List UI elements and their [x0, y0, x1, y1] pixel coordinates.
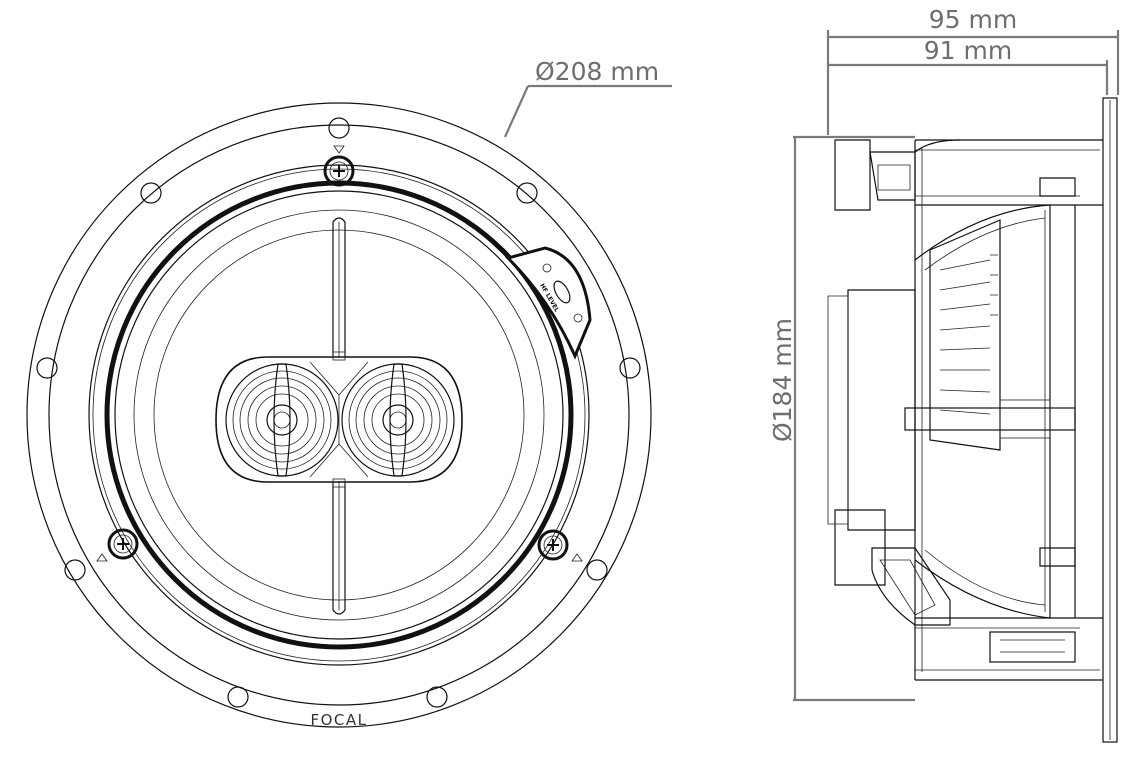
hf-level-switch: HF LEVEL: [505, 246, 592, 360]
mounting-depth-label: 91 mm: [924, 36, 1012, 65]
brand-logo-text: FOCAL: [310, 711, 367, 729]
driver-surround: [104, 180, 574, 650]
screw-top: [323, 145, 355, 187]
tweeter-right: [341, 363, 455, 477]
bottom-clamp: [834, 509, 951, 626]
mounting-holes: [36, 117, 641, 708]
outer-diameter-label: Ø208 mm: [535, 57, 659, 86]
screw-left: [96, 528, 139, 562]
top-clamp: [834, 139, 961, 211]
front-baffle: [1102, 97, 1118, 743]
outer-flange: [26, 102, 652, 728]
woofer-cone: [827, 204, 1051, 619]
total-depth-label: 95 mm: [929, 5, 1017, 34]
cutout-diameter-dimension: Ø184 mm: [768, 135, 915, 702]
front-view: HF LEVEL: [26, 102, 652, 729]
tweeter-module-side: [989, 631, 1076, 663]
tweeter-housing: [215, 351, 463, 488]
depth-dimensions: 95 mm 91 mm: [826, 5, 1120, 135]
tweeter-left: [225, 363, 339, 477]
side-view: [827, 97, 1118, 743]
magnet-assembly: [904, 219, 1076, 451]
screw-right: [537, 529, 583, 562]
cutout-diameter-label: Ø184 mm: [768, 318, 797, 442]
outer-diameter-callout: Ø208 mm: [503, 57, 672, 138]
